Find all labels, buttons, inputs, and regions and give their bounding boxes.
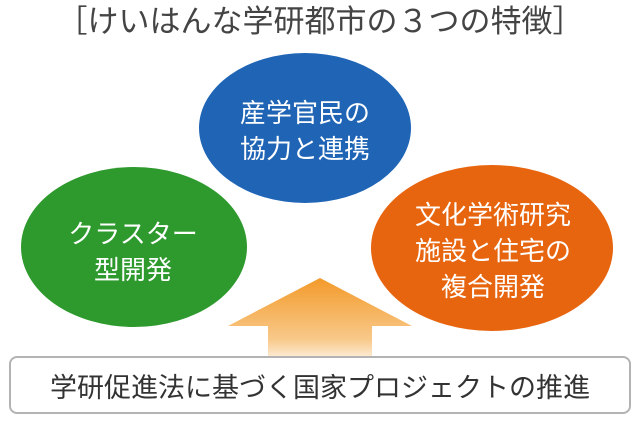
ellipse-top (199, 53, 411, 203)
ellipse-right-line: 施設と住宅の (414, 237, 571, 267)
ellipse-left (21, 167, 247, 327)
ellipse-right-line: 文化学術研究 (414, 201, 571, 231)
diagram-title: ［けいはんな学研都市の３つの特徴］ (56, 4, 584, 40)
ellipse-top-line: 産学官民の (239, 99, 370, 129)
ellipse-left-label: クラスター 型開発 (40, 217, 226, 289)
foundation-box: 学研促進法に基づく国家プロジェクトの推進 (9, 356, 631, 414)
ellipse-top-label: 産学官民の 協力と連携 (212, 96, 398, 168)
upward-arrow (228, 278, 412, 360)
ellipse-right (371, 165, 613, 331)
ellipse-top-line: 協力と連携 (239, 135, 370, 165)
ellipse-right-label: 文化学術研究 施設と住宅の 複合開発 (378, 198, 608, 306)
ellipse-left-line: クラスター (68, 220, 198, 250)
ellipse-left-line: 型開発 (93, 256, 172, 286)
ellipse-right-line: 複合開発 (440, 273, 545, 303)
